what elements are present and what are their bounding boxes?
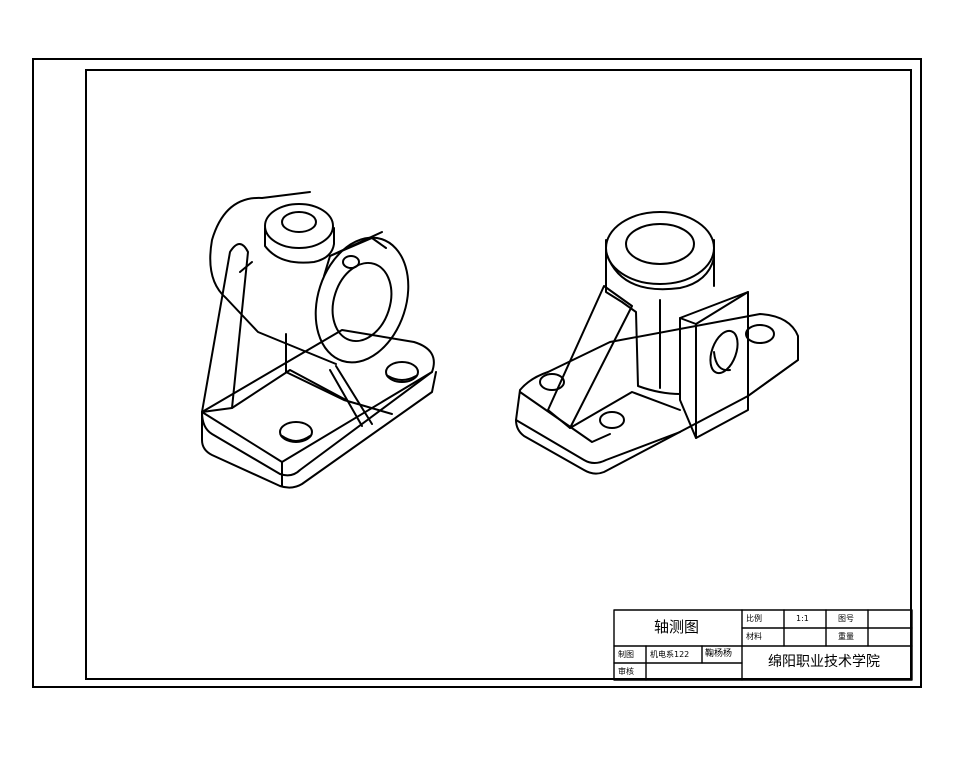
drawing-number-label: 图号 xyxy=(838,614,854,623)
class-name: 机电系122 xyxy=(650,650,690,659)
left-wall xyxy=(285,333,393,415)
right-side-hole xyxy=(709,329,739,375)
left-base-hole-1 xyxy=(279,421,313,443)
title-block-grid xyxy=(613,609,913,681)
right-base-hole-3 xyxy=(745,324,775,344)
right-base-plate xyxy=(515,313,799,475)
left-cylinder-bore xyxy=(331,261,393,343)
drawing-name: 轴测图 xyxy=(654,618,700,636)
right-base-hole-2 xyxy=(599,411,625,429)
scale-value: 1:1 xyxy=(796,614,809,623)
left-base-hole-2 xyxy=(385,361,419,383)
left-cylinder-front xyxy=(314,236,410,364)
right-rib xyxy=(547,285,633,429)
drafter-name: 鞠杨杨 xyxy=(705,649,733,659)
left-top-boss xyxy=(264,203,335,264)
left-cylinder-body xyxy=(209,196,337,365)
weight-label: 重量 xyxy=(838,632,854,641)
drawing-sheet-outer-border xyxy=(32,58,922,688)
right-base-hole-1 xyxy=(539,373,565,391)
material-label: 材料 xyxy=(746,632,762,641)
institution-name: 绵阳职业技术学院 xyxy=(768,654,880,670)
left-side-hole xyxy=(342,255,360,269)
drawn-by-label: 制图 xyxy=(618,650,634,659)
reviewed-by-label: 审核 xyxy=(618,667,634,676)
scale-label: 比例 xyxy=(746,614,762,623)
drawing-frame xyxy=(85,69,912,680)
right-vertical-cylinder xyxy=(605,211,715,395)
left-rib xyxy=(201,243,249,413)
left-bracket-part xyxy=(201,191,437,489)
left-base-plate xyxy=(201,329,437,489)
right-side-block xyxy=(679,291,749,439)
right-bracket-part xyxy=(515,211,799,475)
